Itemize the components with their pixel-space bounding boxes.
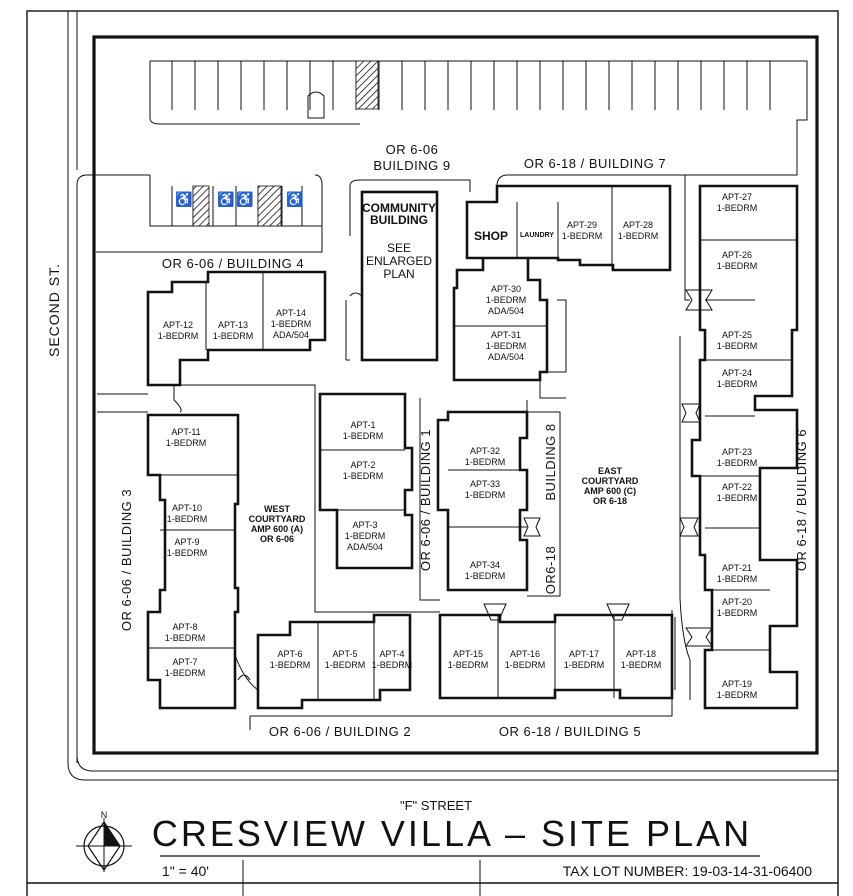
sheet-border: [26, 10, 839, 896]
building-8-label: BUILDING 8: [543, 423, 558, 500]
north-arrow-icon: N: [76, 810, 132, 872]
north-parking-lot: ♿ ♿ ♿ ♿: [149, 60, 808, 236]
svg-text:N: N: [101, 810, 108, 820]
building-4-label: OR 6-06 / BUILDING 4: [162, 256, 304, 271]
laundry-label: LAUNDRY: [520, 232, 554, 239]
building-5-label: OR 6-18 / BUILDING 5: [499, 724, 641, 739]
page-title: CRESVIEW VILLA – SITE PLAN: [152, 813, 752, 854]
building-2-label: OR 6-06 / BUILDING 2: [269, 724, 411, 739]
shop-label: SHOP: [474, 229, 508, 243]
accessible-parking-icon: ♿: [236, 191, 253, 208]
accessible-parking-icon: ♿: [286, 191, 303, 208]
tax-lot-label: TAX LOT NUMBER: 19-03-14-31-06400: [563, 863, 812, 879]
f-street-label: "F" STREET: [400, 798, 472, 813]
building-1-label: OR 6-06 / BUILDING 1: [418, 429, 433, 571]
property-boundary: [92, 35, 819, 755]
building-3-label: OR 6-06 / BUILDING 3: [119, 489, 134, 631]
scale-label: 1" = 40': [162, 863, 209, 879]
building-7-label: OR 6-18 / BUILDING 7: [524, 156, 666, 171]
building-8-or-label: OR6-18: [543, 546, 558, 595]
building-6-label: OR 6-18 / BUILDING 6: [794, 429, 809, 571]
second-street: [67, 11, 838, 781]
accessible-parking-icon: ♿: [217, 191, 234, 208]
accessible-parking-icon: ♿: [175, 191, 192, 208]
second-street-label: SECOND ST.: [46, 263, 62, 357]
building-walls: [146, 184, 799, 710]
